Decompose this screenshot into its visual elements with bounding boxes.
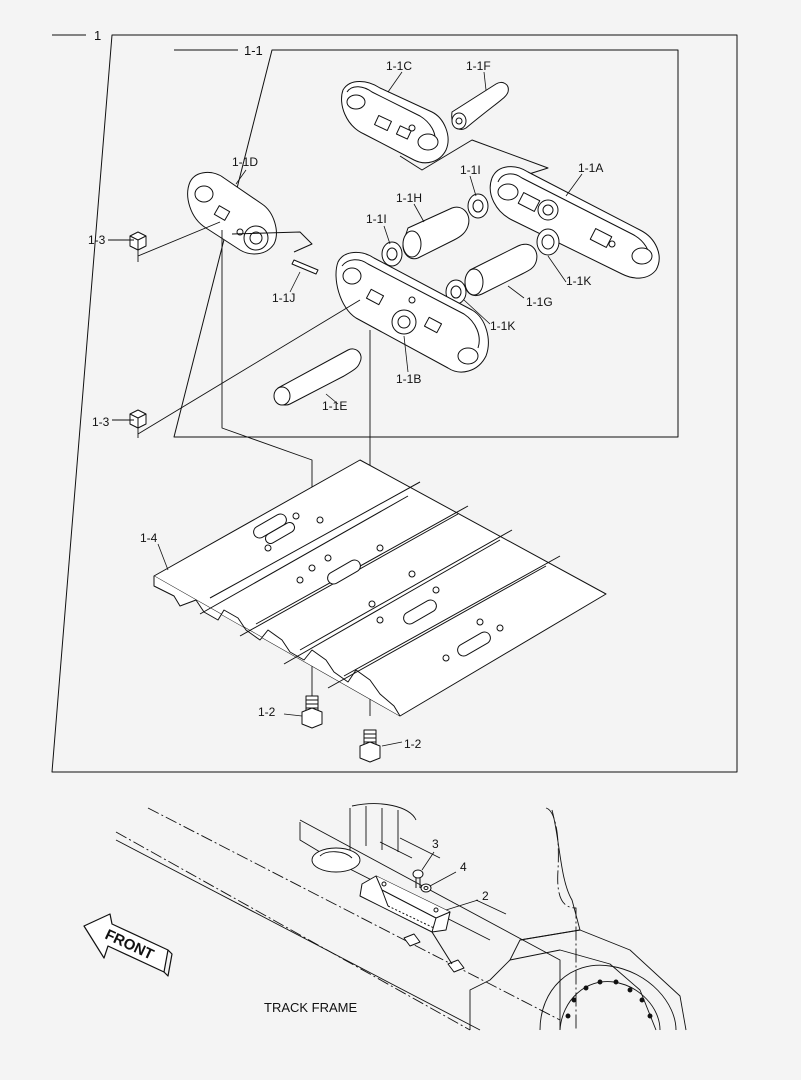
seal-1-1k-right-part [536,228,560,256]
bolt-1-2-right-part [359,729,381,763]
label-bushing-h: 1-1H [396,191,422,205]
track-shoe-1-4-part [153,459,607,717]
label-link-b: 1-1B [396,372,421,386]
label-link-c: 1-1C [386,59,412,73]
leader-d [231,231,313,253]
track-frame-part [115,803,687,1031]
bushing-1-1h-part [402,206,470,260]
label-assy: 1 [94,28,101,43]
bushing-1-1g-part [464,243,538,296]
label-nut-3-bottom: 1-3 [92,415,110,429]
label-track-frame: TRACK FRAME [264,1000,358,1015]
label-pin-e: 1-1E [322,399,347,413]
label-seal-k-right: 1-1K [566,274,591,288]
seal-1-1i-left-part [381,241,403,267]
label-shoe: 1-4 [140,531,158,545]
link-1-1d-part [187,172,277,255]
pin-1-1f-part [451,81,509,130]
label-clip-j: 1-1J [272,291,295,305]
label-bolt-left: 1-2 [258,705,276,719]
bolt-3-part [412,869,424,888]
label-bushing-g: 1-1G [526,295,553,309]
front-arrow-shape [83,913,169,973]
label-seal-i-top: 1-1I [460,163,481,177]
clip-1-1j-part [291,259,319,275]
label-pin-f: 1-1F [466,59,491,73]
leader-4 [429,871,457,887]
label-link-a: 1-1A [578,161,603,175]
seal-1-1i-top-part [467,193,489,219]
bracket-2-part [359,875,465,973]
link-1-1a-part [489,166,660,279]
link-1-1b-part [335,252,489,373]
front-arrow-edge [163,949,173,977]
chain-frame [173,49,679,438]
leader-c-a [399,139,549,181]
label-leaders [157,71,583,747]
washer-4-part [420,883,432,893]
bolt-1-2-left-part [301,695,323,729]
nut-1-3-bottom-part [129,409,147,429]
label-part-2: 2 [482,889,489,903]
label-seal-k-mid: 1-1K [490,319,515,333]
nut-1-3-top-part [129,231,147,251]
label-part-3: 3 [432,837,439,851]
label-chain: 1-1 [244,43,263,58]
assembly-frame [51,34,738,773]
label-seal-i-left: 1-1I [366,212,387,226]
link-1-1c-part [341,81,449,164]
label-bolt-right: 1-2 [404,737,422,751]
label-part-4: 4 [460,860,467,874]
label-link-d: 1-1D [232,155,258,169]
pin-1-1e-part [273,348,362,406]
leader-3 [421,851,435,871]
label-nut-3-top: 1-3 [88,233,106,247]
leader-2 [445,899,479,911]
